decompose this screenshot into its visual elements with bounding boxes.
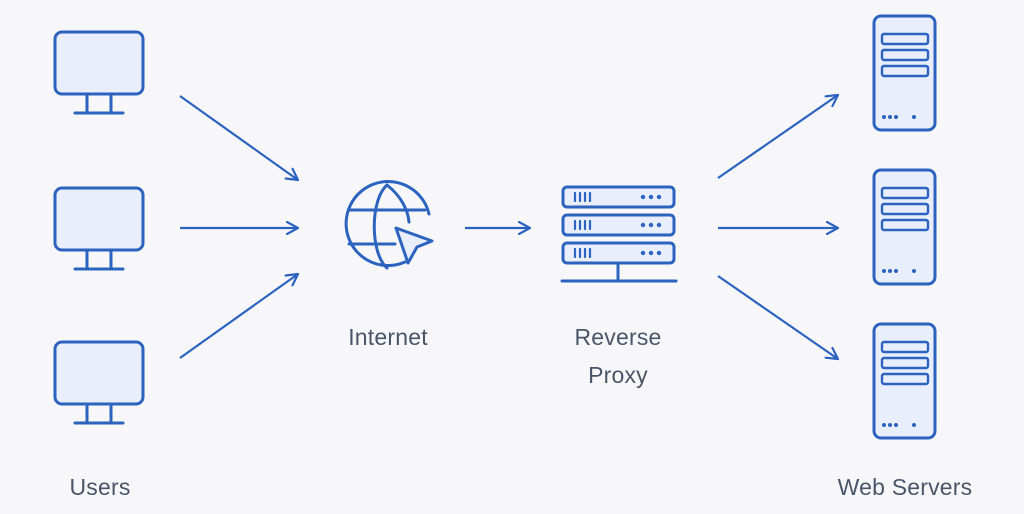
users-label: Users [69,474,131,500]
monitor-icon [53,30,145,115]
arrow-user1-to-internet [179,95,298,180]
reverse-proxy-rack [560,185,678,283]
web-server-1 [872,14,937,132]
server-rack-icon [560,185,678,283]
reverse-proxy-label: Reverse Proxy [548,318,688,394]
user-monitor-2 [53,186,145,271]
monitor-icon [53,340,145,425]
user-monitor-3 [53,340,145,425]
web-server-3 [872,322,937,440]
reverse-proxy-label-line2: Proxy [588,362,648,388]
server-tower-icon [872,322,937,440]
user-monitor-1 [53,30,145,115]
server-tower-icon [872,14,937,132]
monitor-icon [53,186,145,271]
web-server-2 [872,168,937,286]
internet-globe [344,180,434,270]
arrow-proxy-to-server1 [717,95,838,179]
reverse-proxy-label-line1: Reverse [574,324,662,350]
globe-cursor-icon [344,180,434,270]
internet-label: Internet [348,324,428,350]
arrow-user3-to-internet [179,274,298,359]
arrow-proxy-to-server3 [717,275,838,359]
web-servers-label: Web Servers [837,474,973,500]
server-tower-icon [872,168,937,286]
